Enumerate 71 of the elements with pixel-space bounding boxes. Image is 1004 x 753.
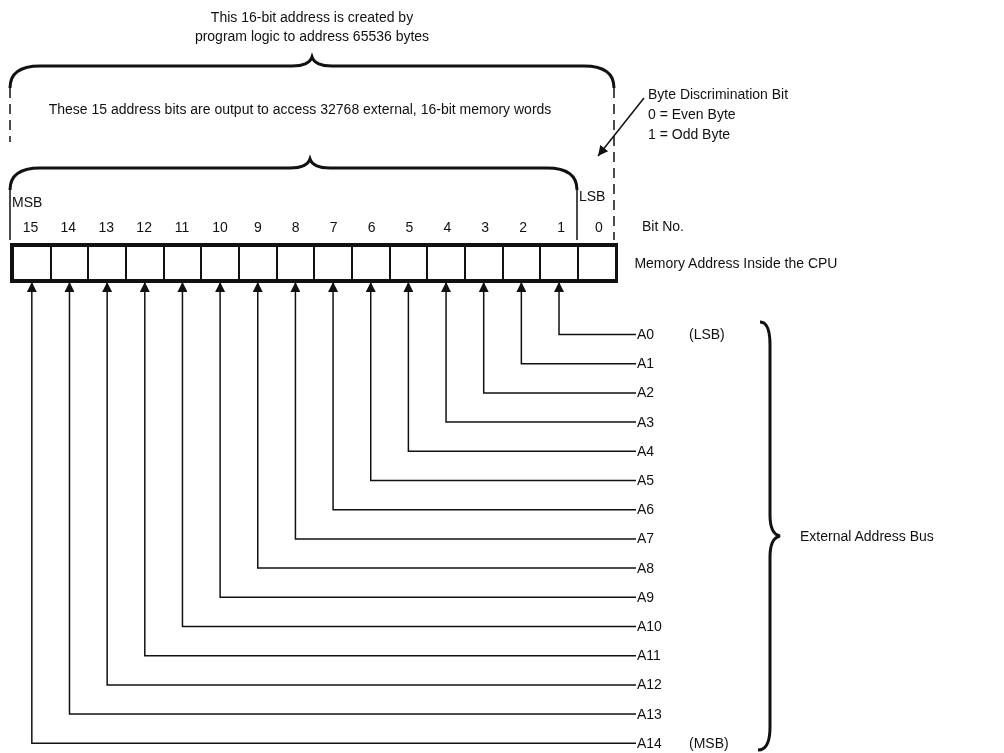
- signal-line-arrow: [441, 281, 637, 423]
- label: Bit No.: [642, 218, 684, 235]
- bit-cell: [50, 246, 89, 280]
- bit-number: 7: [328, 218, 339, 237]
- bit-number: 5: [404, 218, 415, 237]
- bit-cell: [502, 246, 541, 280]
- signal-line-arrow: [252, 281, 637, 569]
- label: LSB: [579, 188, 606, 205]
- bit-cell: [201, 246, 239, 280]
- bit-number: 0: [594, 218, 604, 237]
- bit-cell: [464, 246, 503, 280]
- pointer-arrow: [597, 97, 645, 157]
- bit-cell: [163, 246, 202, 280]
- bit-cell: [238, 246, 277, 280]
- bit-number: 8: [290, 218, 301, 237]
- signal-label: A6: [637, 501, 655, 519]
- bit-number: 11: [173, 218, 191, 237]
- label: External Address Bus: [800, 528, 934, 545]
- signal-line-arrow: [328, 281, 637, 511]
- signal-line-arrow: [554, 281, 637, 336]
- bit-cell: [13, 246, 51, 280]
- bit-cell: [540, 246, 578, 280]
- node-label: (MSB): [689, 734, 729, 752]
- signal-label: A11: [637, 647, 661, 665]
- signal-label: A0: [637, 326, 655, 343]
- bit-cell: [577, 246, 616, 280]
- annotation: These 15 address bits are output to access 32768 external, 16-bit memory words: [47, 100, 553, 119]
- signal-label: A14: [637, 734, 662, 752]
- bit-cell: [351, 246, 390, 280]
- annotation: This 16-bit address is created by program logic to address 65536 bytes: [193, 8, 431, 46]
- bit-number: 12: [135, 218, 153, 237]
- bit-cell: [276, 246, 315, 280]
- signal-label: A9: [637, 588, 655, 606]
- signal-label: A8: [637, 559, 655, 577]
- node-label: (LSB): [689, 326, 725, 343]
- label-text: Byte Discrimination Bit: [648, 85, 789, 104]
- bit-number: 2: [518, 218, 529, 237]
- bit-number: 10: [211, 218, 229, 237]
- bit-number: 4: [442, 218, 453, 237]
- bit-cell: [314, 246, 352, 280]
- signal-line-arrow: [478, 281, 637, 394]
- register: [10, 243, 619, 283]
- signal-label: A1: [637, 355, 655, 373]
- signal-line-arrow: [365, 281, 637, 482]
- signal-label: A2: [637, 384, 655, 402]
- bit-cell: [88, 246, 126, 280]
- bit-number: 3: [480, 218, 491, 237]
- bit-cell: [389, 246, 428, 280]
- bit-number: 6: [366, 218, 377, 237]
- node-label: Memory Address Inside the CPU: [634, 255, 838, 272]
- signal-label: A4: [637, 442, 655, 460]
- signal-label: A3: [637, 413, 655, 431]
- signal-line-arrow: [215, 281, 637, 599]
- bit-cell: [125, 246, 164, 280]
- signal-label: A5: [637, 472, 655, 489]
- signal-line-arrow: [290, 281, 637, 540]
- bit-number: 1: [556, 218, 566, 237]
- bit-number: 9: [252, 218, 263, 237]
- bit-number: 14: [59, 218, 78, 237]
- bit-number: 15: [21, 218, 40, 237]
- label-text: 0 = Even Byte: [648, 105, 737, 124]
- label-text: 1 = Odd Byte: [648, 125, 732, 144]
- label: MSB: [12, 194, 43, 211]
- signal-label: A7: [637, 530, 655, 548]
- signal-line-arrow: [516, 281, 637, 365]
- signal-label: A13: [637, 705, 662, 723]
- signal-label: A12: [637, 676, 662, 694]
- bit-number: 13: [97, 218, 116, 237]
- signal-line-arrow: [403, 281, 637, 453]
- bit-cell: [427, 246, 465, 280]
- signal-label: A10: [637, 618, 662, 635]
